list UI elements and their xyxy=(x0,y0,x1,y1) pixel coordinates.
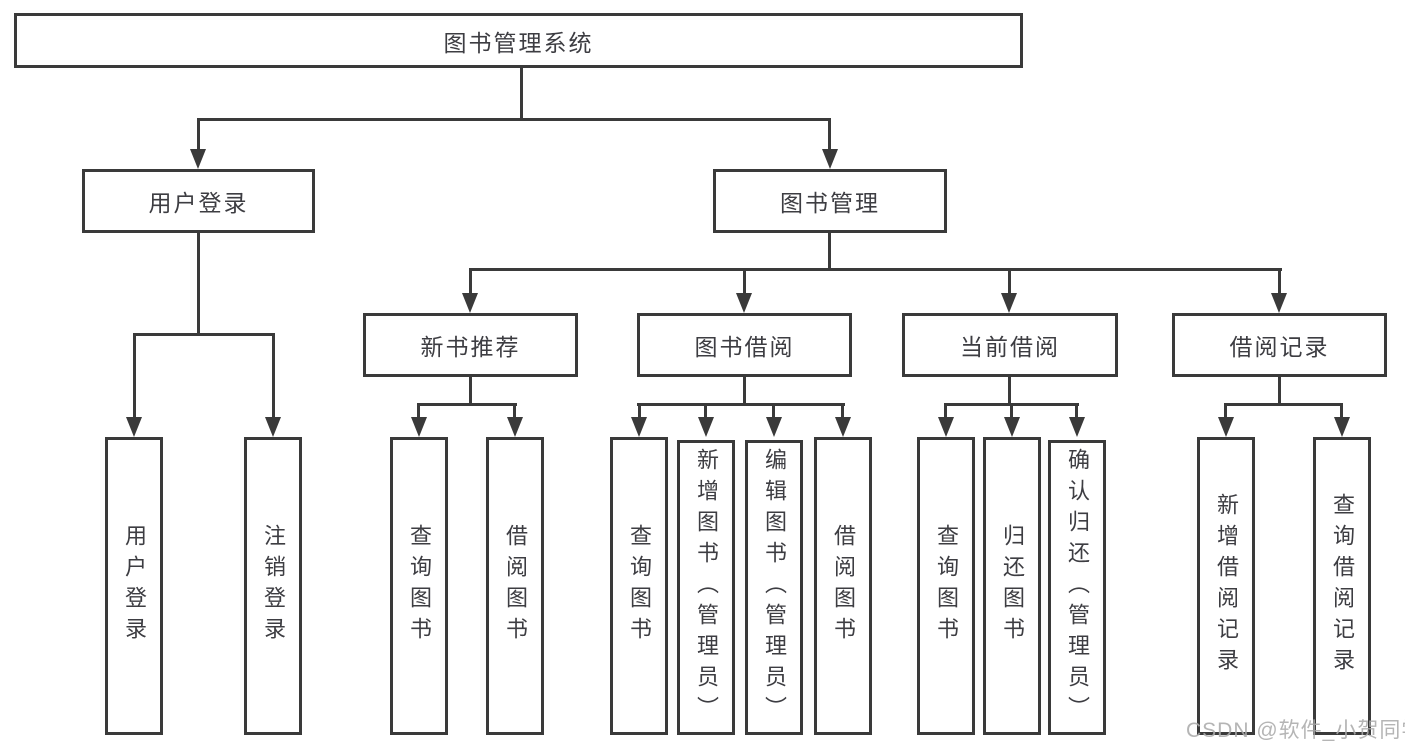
connector-stub-newbook xyxy=(469,268,472,296)
leaf-query-borrow-record: 查询借阅记录 xyxy=(1313,437,1371,735)
leaf-label: 确认归还（管理员） xyxy=(1065,448,1090,727)
connector-root-hline xyxy=(197,118,831,121)
leaf-label: 查询借阅记录 xyxy=(1330,493,1355,679)
leaf-return-books: 归还图书 xyxy=(983,437,1041,735)
connector-userlogin-hline xyxy=(133,333,275,336)
connector-userlogin-vline xyxy=(197,233,200,335)
leaf-label: 新增借阅记录 xyxy=(1214,493,1239,679)
arrowhead-currentborrow xyxy=(1001,293,1017,313)
connector-stub-leaf-login xyxy=(133,333,136,419)
arrowhead-br-query xyxy=(1334,417,1350,437)
node-book-borrow: 图书借阅 xyxy=(637,313,852,377)
leaf-logout: 注销登录 xyxy=(244,437,302,735)
connector-stub-currentborrow xyxy=(1008,268,1011,296)
arrowhead-nb-query xyxy=(411,417,427,437)
arrowhead-user-login xyxy=(190,149,206,169)
connector-stub-nb-query xyxy=(417,403,420,419)
node-label: 图书管理 xyxy=(780,190,880,216)
leaf-borrow-books: 借阅图书 xyxy=(814,437,872,735)
connector-stub-bb-add xyxy=(704,403,707,419)
connector-stub-bookborrow xyxy=(743,268,746,296)
connector-stub-borrowrecord xyxy=(1278,268,1281,296)
connector-stub-nb-borrow xyxy=(513,403,516,419)
node-user-login-group: 用户登录 xyxy=(82,169,315,233)
leaf-label: 新增图书（管理员） xyxy=(694,448,719,727)
arrowhead-br-add xyxy=(1218,417,1234,437)
leaf-label: 注销登录 xyxy=(261,524,286,648)
connector-root-vline xyxy=(520,66,523,120)
connector-stub-bb-edit xyxy=(772,403,775,419)
arrowhead-bb-edit xyxy=(766,417,782,437)
connector-stub-cb-return xyxy=(1010,403,1013,419)
node-label: 图书借阅 xyxy=(694,334,795,360)
node-root: 图书管理系统 xyxy=(14,13,1023,68)
leaf-label: 归还图书 xyxy=(1000,524,1025,648)
arrowhead-bb-borrow xyxy=(835,417,851,437)
node-borrow-record: 借阅记录 xyxy=(1172,313,1387,377)
leaf-label: 借阅图书 xyxy=(831,524,856,648)
connector-stub-br-add xyxy=(1224,403,1227,419)
arrowhead-bookborrow xyxy=(736,293,752,313)
leaf-add-books-admin: 新增图书（管理员） xyxy=(677,440,735,735)
leaf-edit-books-admin: 编辑图书（管理员） xyxy=(745,440,803,735)
arrowhead-bb-add xyxy=(698,417,714,437)
leaf-add-borrow-record: 新增借阅记录 xyxy=(1197,437,1255,735)
connector-newbook-hline xyxy=(417,403,517,406)
leaf-current-query-books: 查询图书 xyxy=(917,437,975,735)
connector-stub-cb-query xyxy=(944,403,947,419)
node-book-management: 图书管理 xyxy=(713,169,947,233)
connector-bookmgmt-hline xyxy=(469,268,1282,271)
node-label: 新书推荐 xyxy=(420,334,521,360)
leaf-label: 用户登录 xyxy=(122,524,147,648)
arrowhead-cb-query xyxy=(938,417,954,437)
node-label: 当前借阅 xyxy=(960,334,1060,360)
connector-newbook-vline xyxy=(469,377,472,405)
connector-currentborrow-vline xyxy=(1008,377,1011,405)
leaf-label: 借阅图书 xyxy=(503,524,528,648)
watermark: CSDN @软件_小贺同学 xyxy=(1186,719,1405,742)
leaf-newbook-query-books: 查询图书 xyxy=(390,437,448,735)
connector-borrowrecord-hline xyxy=(1224,403,1343,406)
leaf-confirm-return-admin: 确认归还（管理员） xyxy=(1048,440,1106,735)
arrowhead-leaf-login xyxy=(126,417,142,437)
arrowhead-newbook xyxy=(462,293,478,313)
leaf-newbook-borrow-books: 借阅图书 xyxy=(486,437,544,735)
leaf-user-login: 用户登录 xyxy=(105,437,163,735)
leaf-label: 查询图书 xyxy=(627,524,652,648)
node-label: 借阅记录 xyxy=(1229,334,1330,360)
arrowhead-bb-query xyxy=(631,417,647,437)
node-label: 图书管理系统 xyxy=(443,29,594,56)
connector-stub-bb-borrow xyxy=(841,403,844,419)
leaf-label: 查询图书 xyxy=(934,524,959,648)
connector-borrowrecord-vline xyxy=(1278,377,1281,405)
node-current-borrow: 当前借阅 xyxy=(902,313,1118,377)
arrowhead-book-mgmt xyxy=(822,149,838,169)
arrowhead-nb-borrow xyxy=(507,417,523,437)
leaf-borrow-query-books: 查询图书 xyxy=(610,437,668,735)
node-label: 用户登录 xyxy=(148,190,249,216)
leaf-label: 编辑图书（管理员） xyxy=(762,448,787,727)
connector-bookborrow-hline xyxy=(637,403,845,406)
connector-bookborrow-vline xyxy=(743,377,746,405)
connector-stub-br-query xyxy=(1340,403,1343,419)
arrowhead-cb-confirm xyxy=(1069,417,1085,437)
connector-stub-bb-query xyxy=(638,403,641,419)
connector-bookmgmt-vline xyxy=(828,233,831,271)
connector-stub-user-login xyxy=(197,118,200,151)
connector-stub-book-mgmt xyxy=(828,118,831,151)
arrowhead-leaf-logout xyxy=(265,417,281,437)
arrowhead-cb-return xyxy=(1004,417,1020,437)
arrowhead-borrowrecord xyxy=(1271,293,1287,313)
leaf-label: 查询图书 xyxy=(407,524,432,648)
connector-stub-leaf-logout xyxy=(272,333,275,419)
node-new-book-recommend: 新书推荐 xyxy=(363,313,578,377)
connector-stub-cb-confirm xyxy=(1075,403,1078,419)
